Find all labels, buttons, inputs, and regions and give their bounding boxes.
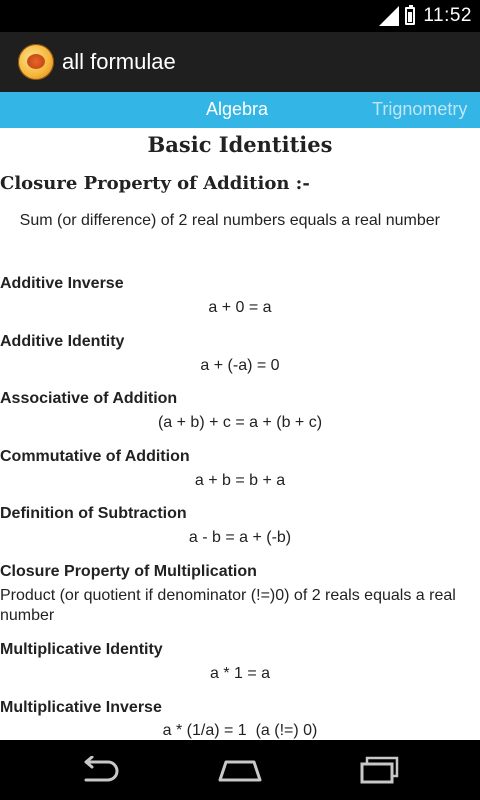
tab-bar: Algebra Trignometry: [0, 92, 480, 128]
page-title: Basic Identities: [147, 132, 333, 157]
home-icon: [218, 760, 262, 782]
item-desc-closure-multiplication: Product (or quotient if denominator (!=)…: [0, 587, 456, 624]
signal-icon: [379, 6, 400, 26]
home-button[interactable]: [200, 752, 280, 788]
section-title: Closure Property of Addition :-: [0, 173, 310, 194]
item-name-additive-identity: Additive Identity: [0, 333, 125, 350]
item-formula-multiplicative-identity: a * 1 = a: [209, 665, 271, 682]
item-name-multiplicative-inverse: Multiplicative Inverse: [0, 699, 162, 716]
back-icon: [84, 756, 119, 782]
recent-apps-button[interactable]: [340, 752, 420, 788]
item-name-multiplicative-identity: Multiplicative Identity: [0, 641, 163, 658]
item-formula-commutative-addition: a + b = b + a: [194, 472, 286, 489]
tab-algebra[interactable]: Algebra: [206, 99, 269, 119]
item-formula-associative-addition: (a + b) + c = a + (b + c): [157, 414, 323, 431]
item-name-closure-multiplication: Closure Property of Multiplication: [0, 563, 257, 580]
app-title: all formulae: [62, 49, 176, 74]
item-formula-additive-inverse: a + 0 = a: [208, 299, 272, 316]
navigation-bar: [0, 740, 480, 800]
status-bar: 11:52: [0, 0, 480, 32]
back-button[interactable]: [60, 752, 140, 788]
item-formula-definition-subtraction: a - b = a + (-b): [188, 529, 292, 546]
item-name-definition-subtraction: Definition of Subtraction: [0, 505, 187, 522]
item-formula-multiplicative-inverse: a * (1/a) = 1 (a (!=) 0): [162, 722, 318, 739]
formula-content[interactable]: Basic Identities Closure Property of Add…: [0, 128, 480, 740]
item-name-commutative-addition: Commutative of Addition: [0, 448, 190, 465]
recent-apps-icon: [360, 756, 399, 784]
closure-description: Sum (or difference) of 2 real numbers eq…: [19, 212, 440, 229]
item-name-associative-addition: Associative of Addition: [0, 390, 178, 407]
tab-trignometry[interactable]: Trignometry: [372, 99, 468, 119]
app-logo-icon[interactable]: [18, 44, 54, 80]
action-bar: all formulae: [0, 32, 480, 92]
battery-icon: [405, 5, 416, 25]
item-formula-additive-identity: a + (-a) = 0: [200, 357, 280, 374]
status-time: 11:52: [423, 5, 472, 26]
item-name-additive-inverse: Additive Inverse: [0, 275, 124, 292]
